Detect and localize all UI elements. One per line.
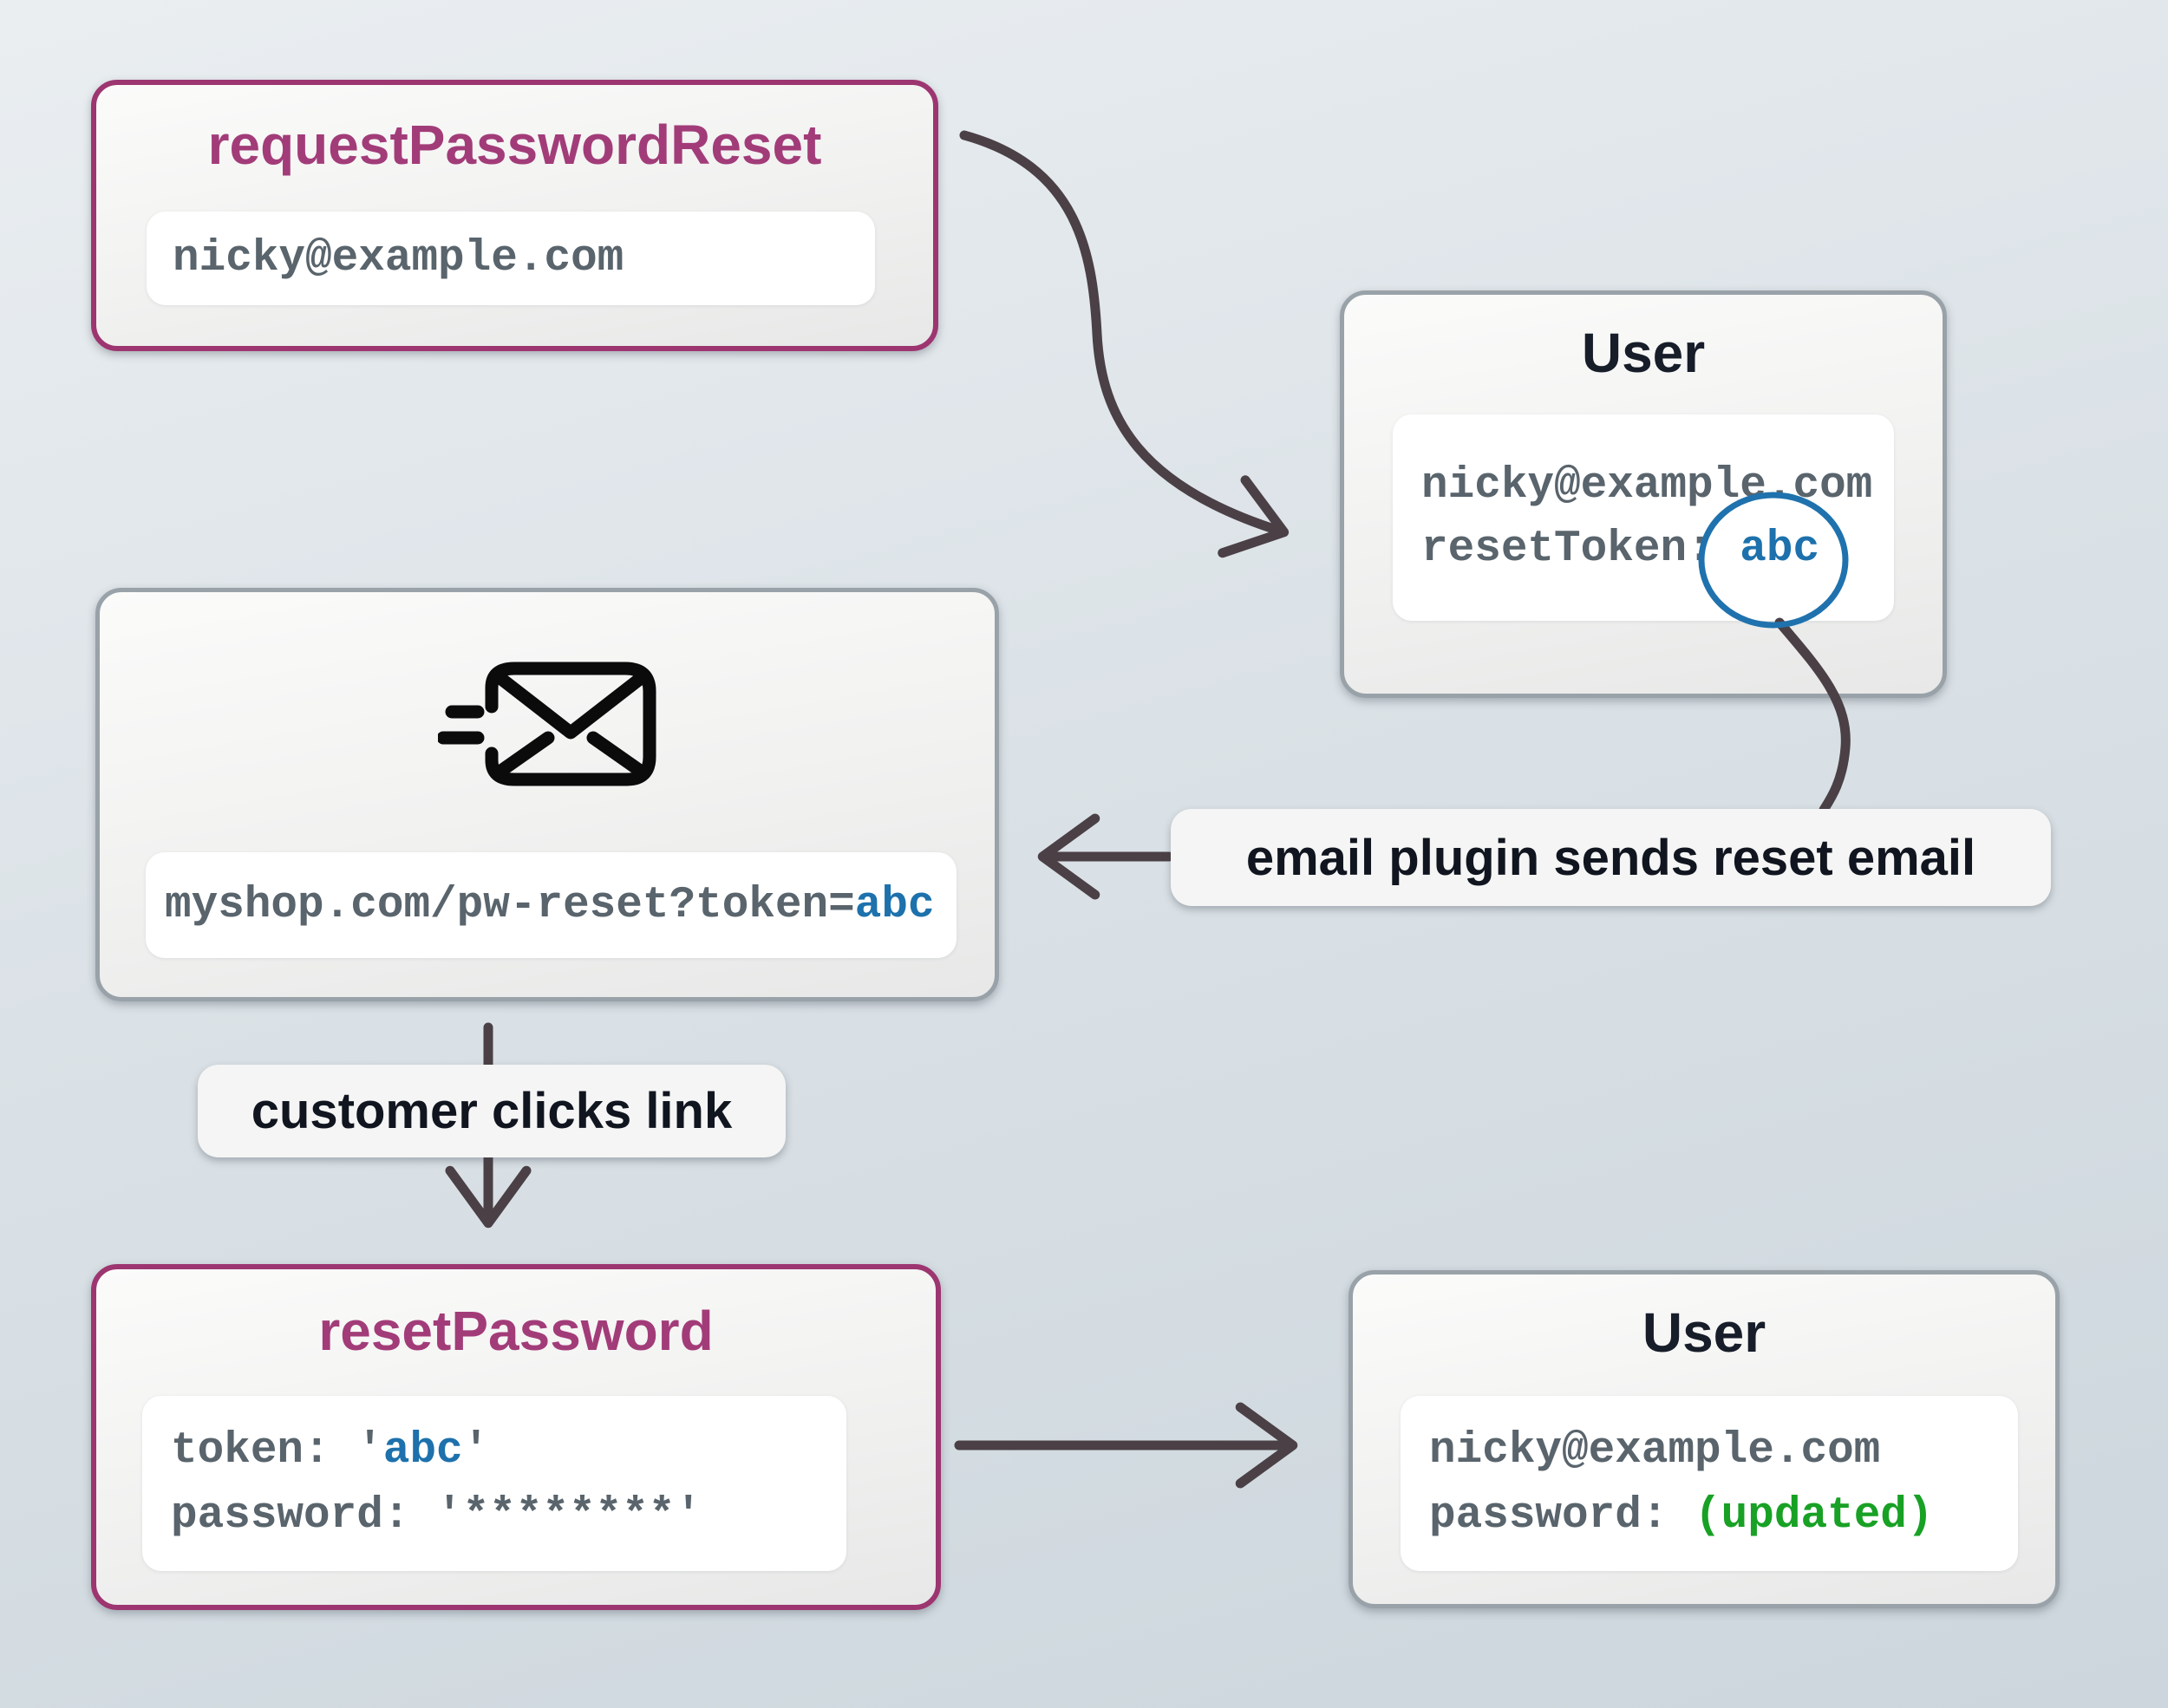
reset-token-line: resetToken: abc — [1421, 527, 1894, 571]
node-reset-password: resetPassword token: 'abc' password: '**… — [91, 1264, 941, 1610]
email-input-chip: nicky@example.com — [147, 212, 875, 305]
password-masked-line: password: '********' — [171, 1491, 702, 1541]
node-user-after-reset: User nicky@example.com password: (update… — [1348, 1270, 2060, 1608]
node-request-password-reset: requestPasswordReset nicky@example.com — [91, 80, 938, 351]
customer-clicks-label: customer clicks link — [198, 1065, 786, 1157]
token-line: token: 'abc' — [171, 1429, 846, 1473]
token-prefix: token: ' — [171, 1426, 383, 1476]
user-record-chip: nicky@example.com resetToken: abc — [1393, 414, 1894, 621]
email-plugin-label-text: email plugin sends reset email — [1245, 829, 1976, 886]
arrow-request-to-user — [959, 130, 1290, 558]
user-title: User — [1581, 322, 1706, 384]
reset-token-value: abc — [1740, 525, 1820, 574]
reset-url-prefix: myshop.com/pw-reset?token= — [165, 880, 855, 930]
reset-password-args-chip: token: 'abc' password: '********' — [142, 1396, 846, 1571]
token-suffix: ' — [462, 1426, 490, 1476]
request-password-reset-title: requestPasswordReset — [207, 114, 822, 176]
user-email-value: nicky@example.com — [1421, 461, 1873, 511]
password-updated-value: (updated) — [1695, 1491, 1934, 1541]
reset-url-token: abc — [854, 880, 935, 930]
reset-url-line: myshop.com/pw-reset?token=abc — [165, 883, 957, 928]
user-updated-email-value: nicky@example.com — [1429, 1426, 1881, 1476]
reset-password-title: resetPassword — [318, 1300, 714, 1362]
email-plugin-label: email plugin sends reset email — [1171, 809, 2051, 906]
user-updated-record-chip: nicky@example.com password: (updated) — [1401, 1396, 2018, 1571]
password-updated-line: password: (updated) — [1429, 1494, 2018, 1538]
reset-url-chip: myshop.com/pw-reset?token=abc — [146, 852, 957, 958]
reset-token-label: resetToken: — [1421, 525, 1740, 574]
token-value: abc — [382, 1426, 463, 1476]
password-updated-label: password: — [1429, 1491, 1695, 1541]
node-reset-email: myshop.com/pw-reset?token=abc — [95, 588, 999, 1001]
send-email-icon — [438, 662, 656, 786]
node-user-after-request: User nicky@example.com resetToken: abc — [1340, 290, 1947, 698]
email-value: nicky@example.com — [173, 233, 624, 284]
customer-clicks-label-text: customer clicks link — [251, 1083, 733, 1139]
user-updated-title: User — [1642, 1301, 1766, 1364]
